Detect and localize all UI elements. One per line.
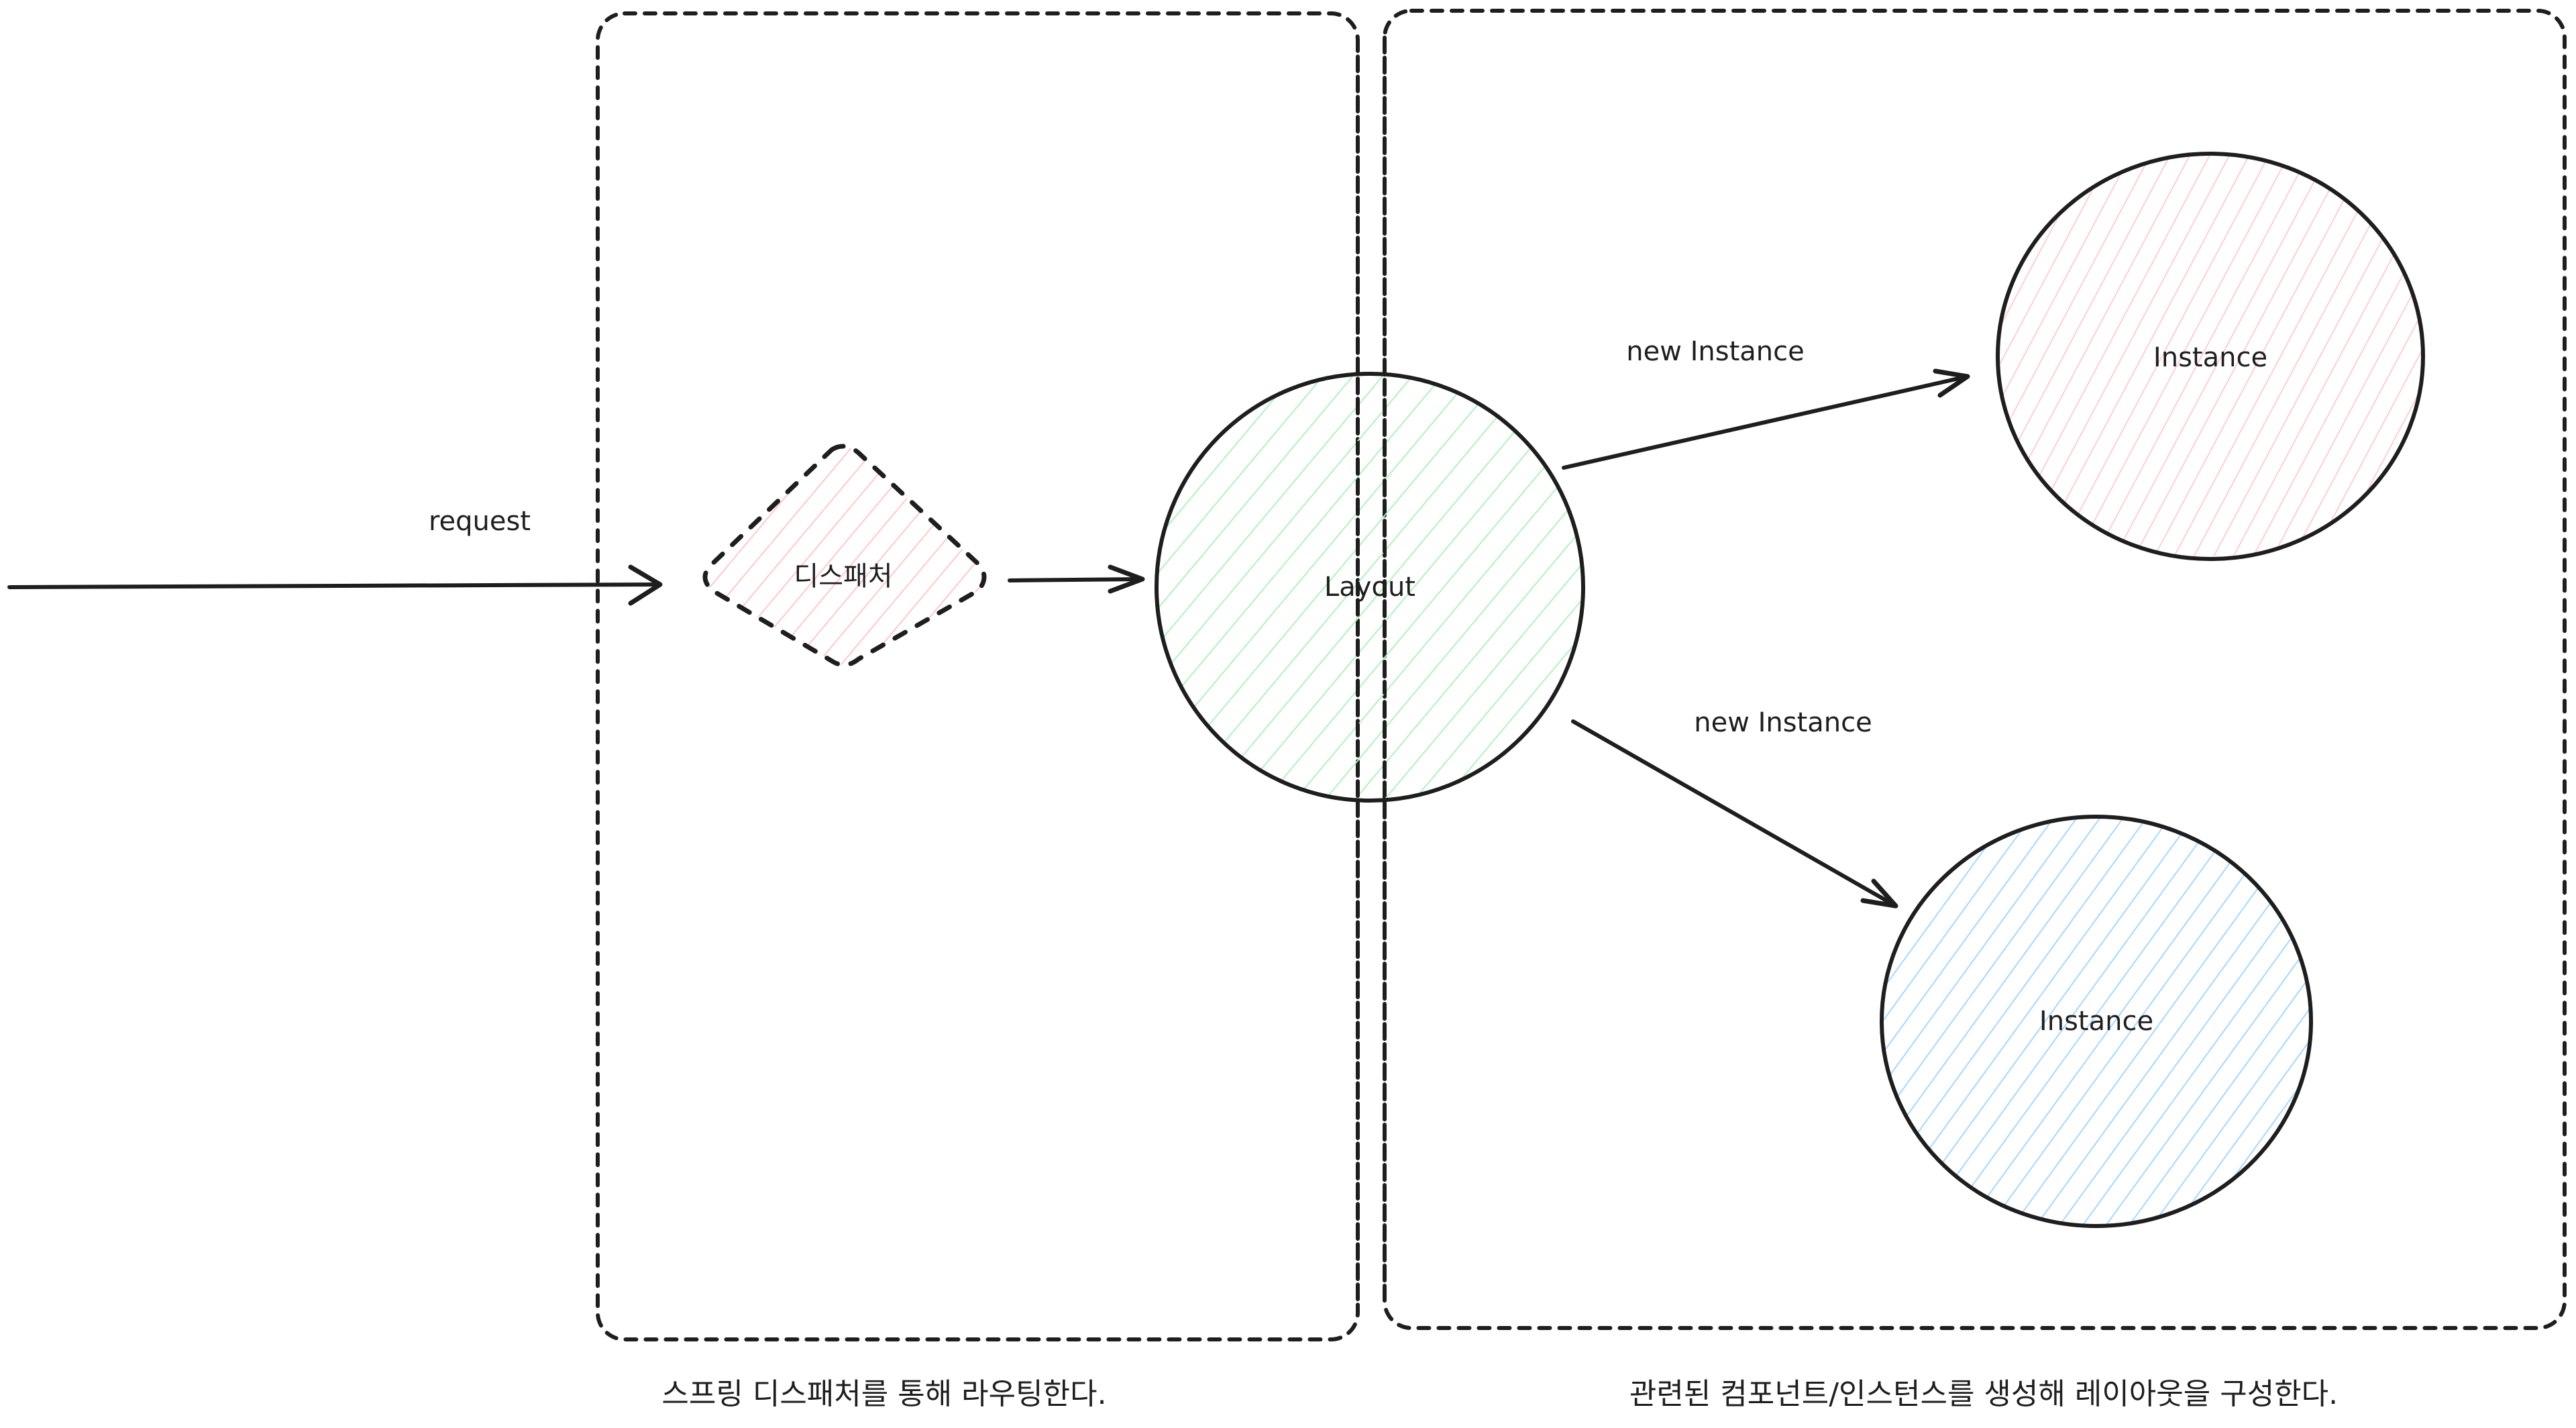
new-instance-bottom-arrowhead-icon — [1860, 878, 1898, 909]
request-arrowhead-icon — [628, 564, 663, 606]
new-instance-bottom-label: new Instance — [1694, 707, 1872, 738]
dispatch-arrow[interactable] — [1008, 564, 1145, 594]
routing-group-caption: 스프링 디스패처를 통해 라우팅한다. — [661, 1377, 1106, 1411]
dispatch-arrowhead-icon — [1108, 564, 1145, 594]
instance-top-node[interactable]: Instance — [1996, 152, 2425, 561]
request-arrow-shaft — [7, 582, 662, 589]
dispatch-arrow-shaft — [1008, 577, 1144, 582]
layout-label: Layout — [1324, 572, 1415, 603]
new-instance-top-arrowhead-icon — [1933, 368, 1970, 398]
new-instance-top-label: new Instance — [1626, 336, 1805, 367]
new-instance-bottom-arrow-shaft — [1571, 719, 1898, 908]
instance-bottom-label: Instance — [2039, 1006, 2153, 1037]
layout-group-caption: 관련된 컴포넌트/인스턴스를 생성해 레이아웃을 구성한다. — [1629, 1377, 2338, 1411]
dispatcher-diamond — [702, 444, 987, 668]
layout-node[interactable] — [1155, 372, 1585, 803]
instance-bottom-circle — [1880, 815, 2313, 1228]
dispatcher-label: 디스패처 — [794, 561, 892, 592]
request-label: request — [429, 506, 531, 537]
routing-group-box — [596, 11, 1360, 1341]
instance-top-label: Instance — [2153, 342, 2267, 373]
request-arrow[interactable]: request — [7, 506, 663, 606]
instance-top-circle — [1996, 152, 2425, 561]
layout-circle — [1155, 372, 1585, 803]
dispatcher-node[interactable]: 디스패처 — [702, 444, 987, 668]
new-instance-top-arrow-shaft — [1562, 374, 1970, 470]
instance-bottom-node[interactable]: Instance — [1880, 815, 2313, 1228]
new-instance-top-arrow[interactable]: new Instance — [1562, 336, 1970, 470]
new-instance-bottom-arrow[interactable]: new Instance — [1571, 707, 1898, 909]
